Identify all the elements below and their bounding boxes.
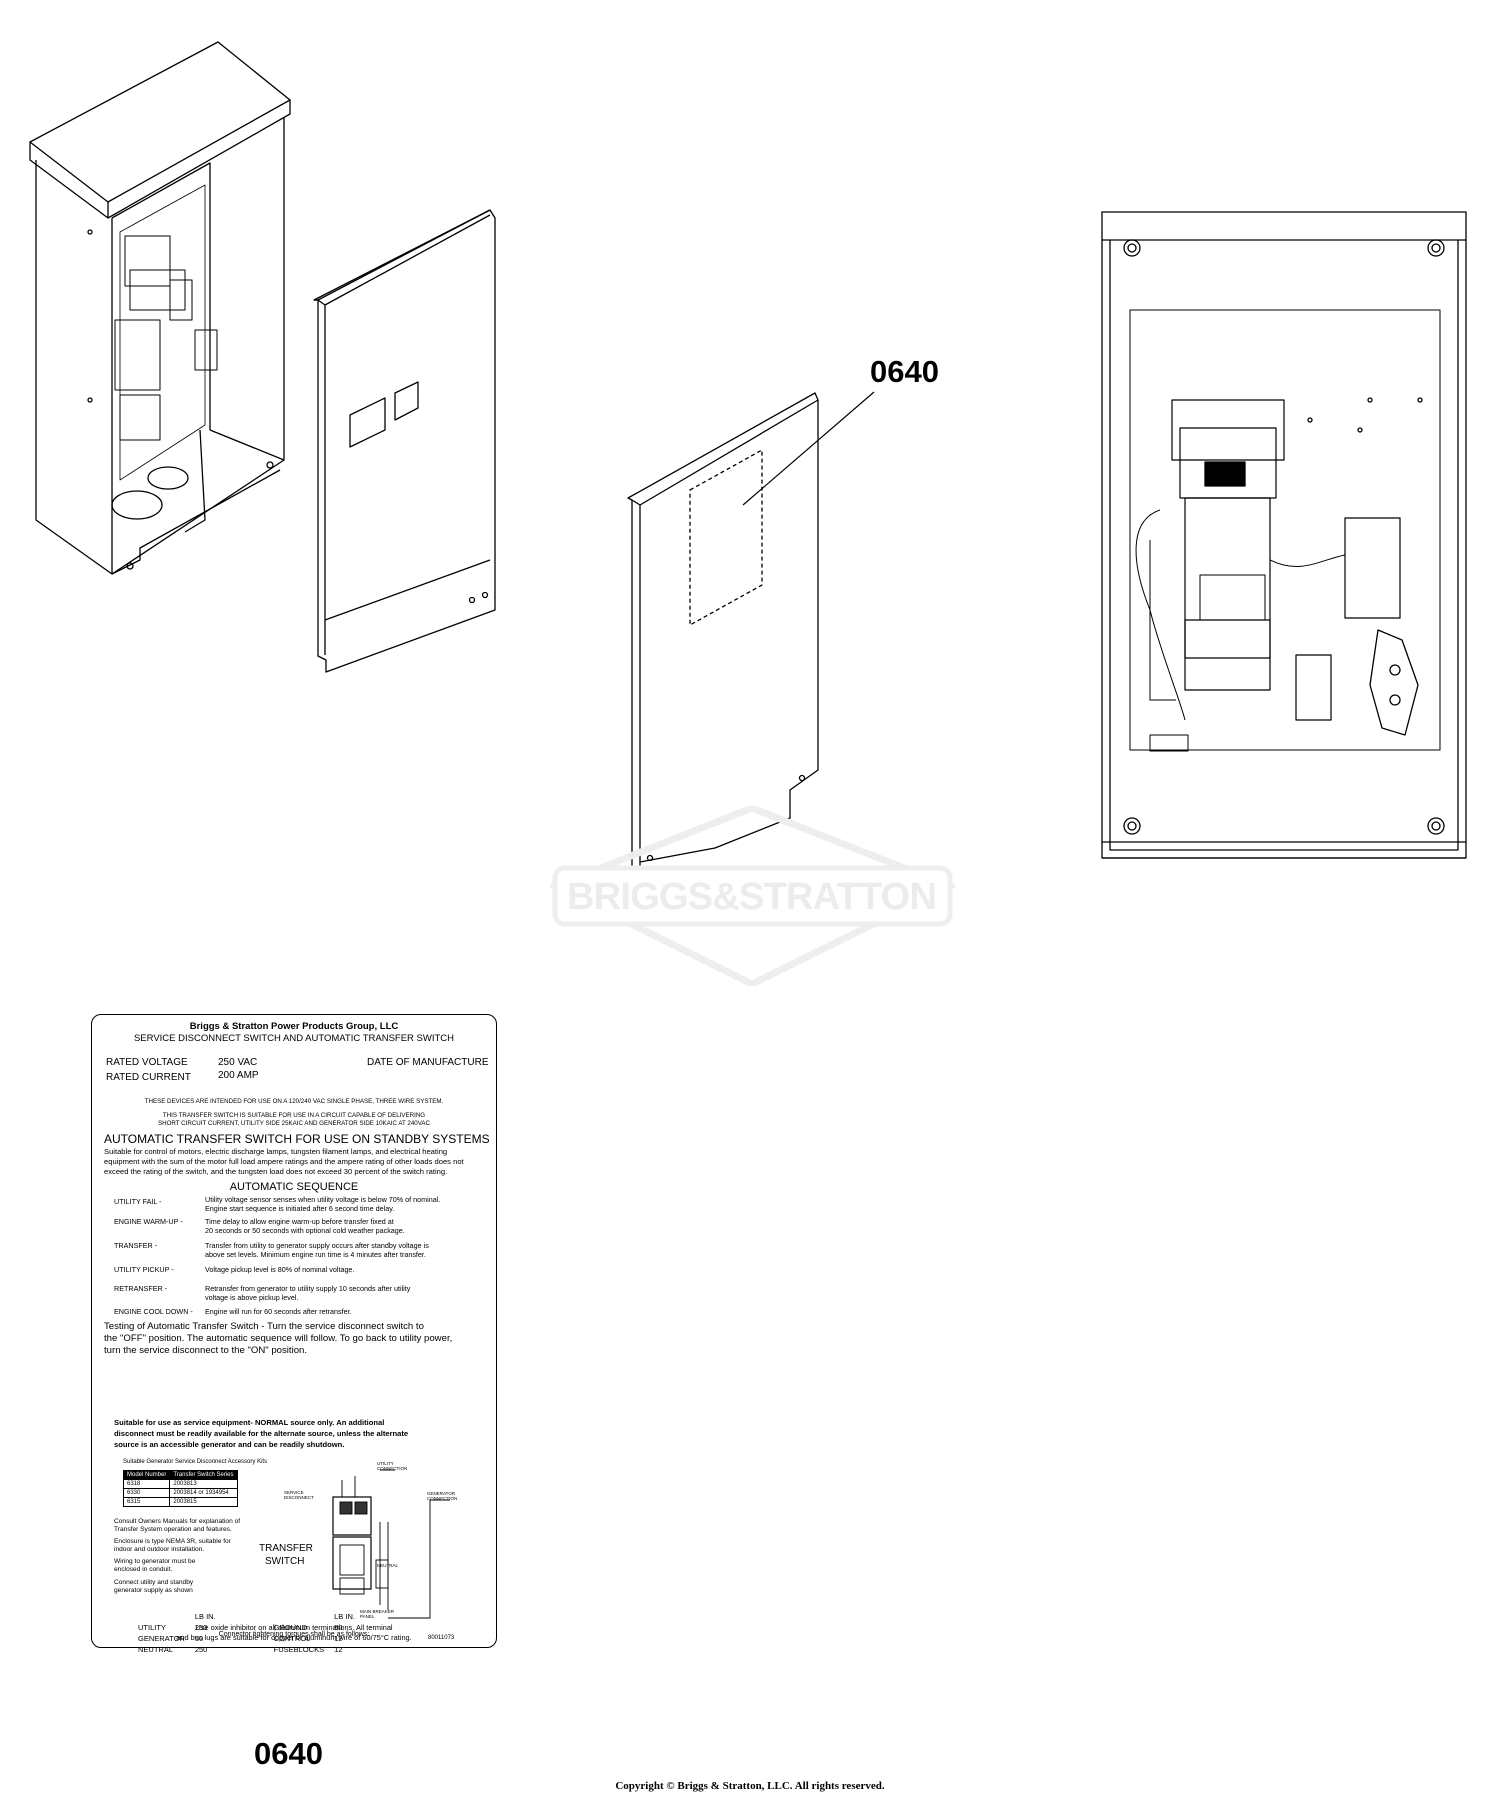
sequence-step-desc: Utility voltage sensor senses when utili… (205, 1195, 441, 1204)
diagram-main-breaker-panel: MAIN BREAKER PANEL (360, 1609, 395, 1620)
sequence-step-name: ENGINE WARM-UP - (114, 1217, 183, 1226)
label-part-number: 80011073 (428, 1635, 455, 1641)
diagram-neutral: NEUTRAL (377, 1563, 399, 1568)
sequence-step-desc: 20 seconds or 50 seconds with optional c… (205, 1226, 405, 1235)
sequence-step-desc: Transfer from utility to generator suppl… (205, 1241, 429, 1250)
sequence-heading: AUTOMATIC SEQUENCE (229, 1181, 359, 1193)
transfer-switch-front-view (1101, 211, 1467, 859)
connect-line-1: Connect utility and standby (114, 1579, 194, 1586)
torque-table: LB IN. LB IN. UTILITY 250 GROUND 50 GENERATO… (132, 1610, 361, 1656)
torque-item: GENERATOR (138, 1634, 185, 1643)
torque-value: 50 (334, 1623, 343, 1632)
door-panel (627, 391, 875, 871)
sequence-step-name: UTILITY PICKUP - (114, 1265, 174, 1274)
label-note-2b: SHORT CIRCUIT CURRENT, UTILITY SIDE 25KA… (158, 1120, 430, 1127)
sequence-step-desc: Voltage pickup level is 80% of nominal v… (205, 1265, 355, 1274)
torque-item: GROUND (273, 1623, 308, 1632)
torque-item: UTILITY (138, 1623, 166, 1632)
torque-item: CONTROL (273, 1634, 311, 1643)
copyright-notice: Copyright © Briggs & Stratton, LLC. All … (615, 1780, 885, 1792)
service-line-3: source is an accessible generator and ca… (114, 1440, 345, 1449)
ats-text-1: Suitable for control of motors, electric… (104, 1147, 448, 1156)
rated-voltage-value: 250 VAC (218, 1057, 258, 1068)
kits-cell: 6330 (122, 1488, 171, 1498)
torque-heading: Connector tightening torques shall be as… (218, 1631, 370, 1638)
date-of-manufacture-label: DATE OF MANUFACTURE (367, 1057, 489, 1068)
footer-line-1: Use oxide inhibitor on all aluminum term… (195, 1623, 393, 1632)
sequence-step-desc: Retransfer from generator to utility sup… (205, 1284, 411, 1293)
torque-value: 50 (194, 1634, 204, 1643)
diagram-generator-connection: GENERATOR CONNECTION (427, 1491, 458, 1502)
kits-cell: 2003815 (169, 1497, 238, 1507)
label-wiring-diagram (332, 1469, 450, 1619)
service-line-2: disconnect must be readily available for… (114, 1429, 409, 1438)
torque-value: 12 (334, 1645, 343, 1654)
consult-line-2: Transfer System operation and features. (114, 1526, 232, 1533)
torque-value: 250 (194, 1623, 208, 1632)
watermark-text: BRIGGS&STRATTON (567, 876, 937, 918)
kits-caption: Suitable Generator Service Disconnect Ac… (123, 1459, 268, 1465)
rating-label: Briggs & Stratton Power Products Group, … (91, 1014, 497, 1654)
service-line-1: Suitable for use as service equipment- N… (114, 1418, 385, 1427)
enclosure-line-2: indoor and outdoor installation. (114, 1546, 205, 1553)
kits-cell: 2003813 (169, 1479, 238, 1489)
switch-enclosure (29, 41, 291, 575)
rated-current-value: 200 AMP (218, 1070, 259, 1081)
wiring-line-1: Wiring to generator must be (114, 1558, 196, 1565)
diagram-transfer: TRANSFER (259, 1543, 313, 1554)
testing-line-1: Testing of Automatic Transfer Switch - T… (104, 1321, 424, 1332)
ats-text-3: exceed the rating of the switch, and the… (104, 1167, 448, 1176)
ats-heading: AUTOMATIC TRANSFER SWITCH FOR USE ON STA… (104, 1132, 490, 1146)
torque-item: FUSEBLOCKS (273, 1645, 325, 1654)
kits-cell: 6315 (122, 1497, 171, 1507)
part-callout-top: 0640 (870, 354, 939, 389)
rated-voltage-label: RATED VOLTAGE (106, 1057, 188, 1068)
label-title: SERVICE DISCONNECT SWITCH AND AUTOMATIC … (133, 1033, 455, 1044)
wiring-line-2: enclosed in conduit. (114, 1566, 173, 1573)
kits-cell: 6318 (122, 1479, 171, 1489)
diagram-switch: SWITCH (265, 1556, 305, 1567)
torque-unit: LB IN. (194, 1612, 216, 1621)
ats-text-2: equipment with the sum of the motor full… (104, 1157, 464, 1166)
sequence-step-name: TRANSFER - (114, 1241, 158, 1250)
torque-value: 250 (194, 1645, 208, 1654)
sequence-step-desc: Engine will run for 60 seconds after ret… (205, 1307, 352, 1316)
label-note-2a: THIS TRANSFER SWITCH IS SUITABLE FOR USE… (162, 1112, 426, 1119)
connect-line-2: generator supply as shown (114, 1587, 193, 1594)
part-callout-bottom: 0640 (254, 1736, 323, 1771)
enclosure-line-1: Enclosure is type NEMA 3R, suitable for (114, 1538, 231, 1545)
diagram-service-disconnect: SERVICE DISCONNECT (284, 1490, 314, 1501)
torque-unit: LB IN. (334, 1612, 355, 1621)
footer-line-2: and bus lugs are suitable for copper or … (176, 1633, 412, 1642)
sequence-step-desc: above set levels. Minimum engine run tim… (205, 1250, 426, 1259)
dead-front-panel (313, 209, 496, 673)
rated-current-label: RATED CURRENT (106, 1072, 191, 1083)
consult-line-1: Consult Owners Manuals for explanation o… (114, 1518, 241, 1525)
brand-watermark: BRIGGS&STRATTON (550, 806, 955, 986)
sequence-step-desc: Engine start sequence is initiated after… (205, 1204, 395, 1213)
kits-cell: 2003814 or 1934954 (169, 1488, 238, 1498)
label-company: Briggs & Stratton Power Products Group, … (189, 1021, 399, 1032)
sequence-step-name: RETRANSFER - (114, 1284, 168, 1293)
sequence-step-name: ENGINE COOL DOWN - (114, 1307, 193, 1316)
label-note-1: THESE DEVICES ARE INTENDED FOR USE ON A … (144, 1098, 444, 1105)
sequence-step-name: UTILITY FAIL - (114, 1197, 162, 1206)
torque-value: 12 (334, 1634, 343, 1643)
testing-line-3: turn the service disconnect to the "ON" … (104, 1345, 308, 1356)
torque-item: NEUTRAL (138, 1645, 174, 1654)
kits-header: Transfer Switch Series (169, 1470, 238, 1480)
sequence-step-desc: Time delay to allow engine warm-up befor… (205, 1217, 394, 1226)
testing-line-2: the "OFF" position. The automatic sequen… (104, 1333, 453, 1344)
sequence-step-desc: voltage is above pickup level. (205, 1293, 299, 1302)
kits-header: Model Number (122, 1470, 171, 1480)
diagram-utility-connection: UTILITY CONNECTION (377, 1461, 408, 1472)
